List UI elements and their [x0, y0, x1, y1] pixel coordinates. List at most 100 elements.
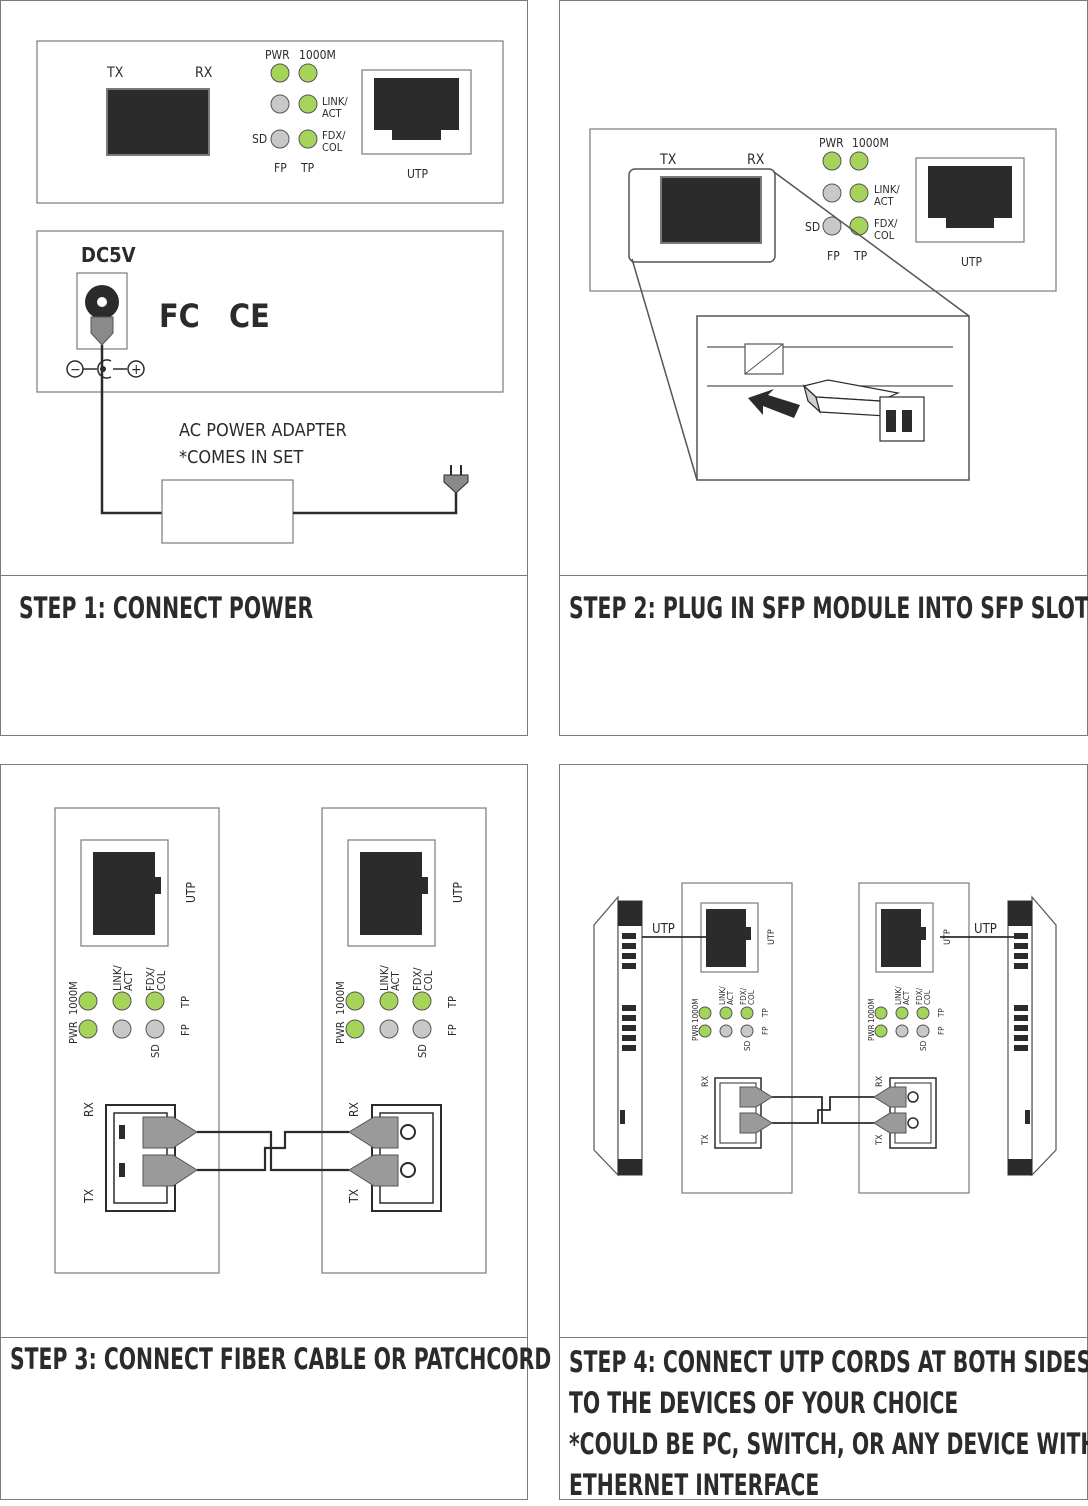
converter-front-panel	[589, 128, 1057, 292]
step4-diagram: UTP 1000M PWR LINK/ACT FDX/COL SD TP FP …	[593, 882, 1057, 1194]
step3-diagram: UTP 1000M PWR LINK/ACT FDX/COL SD TP FP …	[54, 807, 487, 1274]
pwr-label: PWR	[265, 48, 290, 62]
fc-mark: FC	[159, 297, 200, 335]
lc-connector-icon	[142, 1154, 198, 1187]
step4-divider	[560, 1337, 1087, 1338]
step1-diagram: TX RX PWR 1000M LINK/ACT FDX/COL SD FP T…	[36, 40, 504, 544]
fdx-col-label: FDX/COL	[322, 129, 346, 154]
rj45-port-icon	[700, 902, 759, 973]
lc-connector-icon	[348, 1154, 399, 1187]
lc-connector-icon	[873, 1112, 907, 1134]
sd-label: SD	[252, 132, 267, 146]
led-icon	[849, 216, 869, 236]
rx-label: RX	[195, 65, 213, 81]
utp-label: UTP	[451, 882, 465, 903]
link-act-label: LINK/ACT	[718, 986, 735, 1005]
led-icon	[270, 94, 290, 114]
speed-label: 1000M	[852, 136, 889, 150]
fp-label: FP	[827, 249, 840, 263]
power-cable	[100, 345, 162, 515]
rj45-port-icon	[875, 902, 934, 973]
led-icon	[849, 151, 869, 171]
led-icon	[698, 1024, 712, 1038]
rj45-port-icon	[915, 157, 1025, 243]
rx-label: RX	[875, 1075, 885, 1087]
rx-label: RX	[82, 1102, 96, 1118]
network-switch-icon	[1007, 895, 1057, 1177]
led-icon	[849, 183, 869, 203]
led-icon	[698, 1006, 712, 1020]
zoom-line	[631, 258, 698, 481]
converter-right: UTP 1000M PWR LINK/ACT FDX/COL SD TP FP …	[858, 882, 970, 1194]
tx-label: TX	[347, 1188, 361, 1204]
step1-title: STEP 1: CONNECT POWER	[19, 591, 314, 625]
tp-label: TP	[179, 996, 192, 1009]
fdx-col-label: FDX/COL	[874, 217, 898, 242]
converter-back-panel	[36, 230, 504, 393]
fp-label: FP	[274, 161, 287, 175]
link-act-label: LINK/ACT	[322, 95, 348, 120]
converter-left: UTP 1000M PWR LINK/ACT FDX/COL SD TP FP …	[681, 882, 793, 1194]
sd-label: SD	[416, 1044, 429, 1058]
speed-label: 1000M	[67, 981, 80, 1015]
ce-mark: CE	[229, 297, 270, 335]
rj45-port-icon	[347, 839, 436, 947]
sd-label: SD	[919, 1040, 928, 1051]
led-icon	[379, 1019, 399, 1039]
lc-connector-icon	[142, 1116, 198, 1149]
pwr-label: PWR	[867, 1025, 876, 1041]
pwr-label: PWR	[691, 1025, 700, 1041]
pwr-label: PWR	[819, 136, 844, 150]
tp-label: TP	[761, 1008, 770, 1018]
led-icon	[895, 1006, 909, 1020]
led-icon	[270, 129, 290, 149]
led-icon	[112, 1019, 132, 1039]
rx-label: RX	[347, 1102, 361, 1118]
led-icon	[874, 1006, 888, 1020]
power-plug-icon	[443, 465, 469, 494]
sd-label: SD	[149, 1044, 162, 1058]
sfp-slot-icon	[660, 176, 762, 244]
step3-panel: UTP 1000M PWR LINK/ACT FDX/COL SD TP FP …	[0, 764, 551, 1500]
rx-label: RX	[701, 1075, 711, 1087]
led-icon	[719, 1006, 733, 1020]
step3-divider	[1, 1337, 527, 1338]
led-icon	[145, 1019, 165, 1039]
utp-label: UTP	[961, 255, 982, 269]
pwr-label: PWR	[67, 1021, 80, 1044]
fp-label: FP	[179, 1024, 192, 1036]
step4-title: STEP 4: CONNECT UTP CORDS AT BOTH SIDES …	[569, 1345, 1088, 1502]
led-icon	[412, 991, 432, 1011]
led-icon	[112, 991, 132, 1011]
fiber-cable	[197, 1130, 349, 1172]
led-icon	[719, 1024, 733, 1038]
led-icon	[740, 1024, 754, 1038]
svg-text:−: −	[70, 362, 81, 378]
sfp-module-icon	[802, 379, 925, 442]
tp-label: TP	[853, 249, 868, 263]
utp-cable-label: UTP	[652, 922, 675, 937]
fdx-col-label: FDX/COL	[411, 967, 435, 991]
led-icon	[379, 991, 399, 1011]
fp-label: FP	[937, 1026, 946, 1035]
fdx-col-label: FDX/COL	[739, 987, 756, 1005]
led-icon	[298, 94, 318, 114]
adapter-label: AC POWER ADAPTER*COMES IN SET	[179, 420, 347, 468]
led-icon	[298, 129, 318, 149]
led-icon	[345, 991, 365, 1011]
tp-label: TP	[300, 161, 315, 175]
utp-label: UTP	[407, 167, 428, 181]
tx-label: TX	[659, 152, 677, 168]
led-icon	[298, 63, 318, 83]
arrow-icon	[748, 389, 800, 418]
led-icon	[145, 991, 165, 1011]
tp-label: TP	[937, 1008, 946, 1018]
converter-right: UTP 1000M PWR LINK/ACT FDX/COL SD TP FP …	[321, 807, 487, 1274]
led-icon	[345, 1019, 365, 1039]
step2-panel: TX RX PWR 1000M LINK/ACT FDX/COL SD FP T…	[559, 0, 1088, 736]
converter-front-panel	[36, 40, 504, 204]
fiber-cable	[772, 1096, 874, 1124]
lc-connector-icon	[873, 1086, 907, 1108]
link-act-label: LINK/ACT	[111, 965, 135, 991]
lc-connector-icon	[739, 1086, 773, 1108]
